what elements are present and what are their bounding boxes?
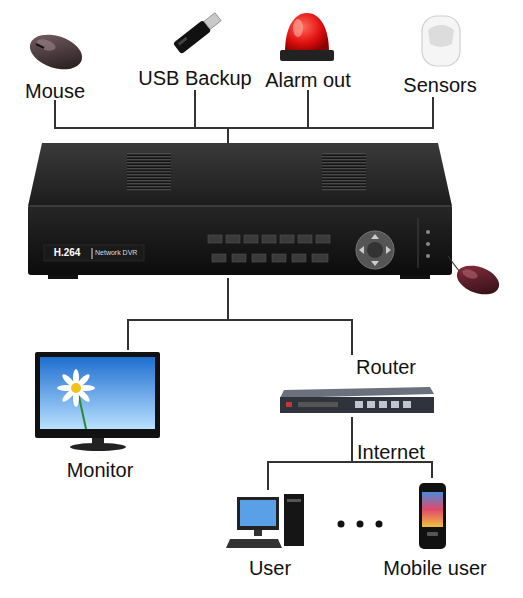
device-node: H.264 Network DVR [28, 143, 452, 278]
cable-connector [228, 90, 308, 143]
device-label: Mobile user [375, 557, 495, 579]
cable-connector [228, 97, 433, 143]
device-label: Monitor [30, 459, 170, 481]
router-icon [280, 387, 434, 413]
device-label: User [215, 557, 325, 579]
monitor-icon [35, 352, 160, 451]
device-label: Alarm out [262, 69, 354, 91]
device-node: Sensors [392, 12, 488, 97]
device-label: USB Backup [130, 67, 260, 89]
cable-connector [55, 100, 228, 143]
device-node: Router [278, 355, 438, 417]
dvr-mouse-icon [448, 256, 503, 300]
usb-stick-icon [173, 11, 223, 54]
cable-connector [228, 278, 352, 355]
device-label: Mouse [15, 80, 95, 102]
sensor-icon [422, 16, 460, 66]
dvr-recorder [28, 143, 452, 279]
pc-icon [226, 494, 304, 548]
device-node: Mouse [15, 25, 95, 100]
network-label: Internet [357, 441, 437, 463]
alarm-light-icon [280, 13, 334, 61]
device-node: USB Backup [130, 8, 260, 90]
mobile-phone-icon [419, 483, 446, 549]
device-node: Alarm out [262, 10, 354, 90]
device-label: Router [356, 356, 438, 378]
device-label: Sensors [392, 74, 488, 96]
ellipsis-dots [338, 521, 383, 528]
device-label: Network DVR [95, 248, 145, 258]
cable-connector [268, 417, 352, 490]
device-node: Monitor [30, 350, 170, 482]
mouse-icon [25, 28, 86, 75]
device-node: User [215, 490, 325, 580]
cable-connector [128, 278, 228, 350]
device-label: H.264 [44, 247, 90, 259]
cable-connector [195, 90, 228, 143]
device-node: Mobile user [375, 478, 495, 580]
